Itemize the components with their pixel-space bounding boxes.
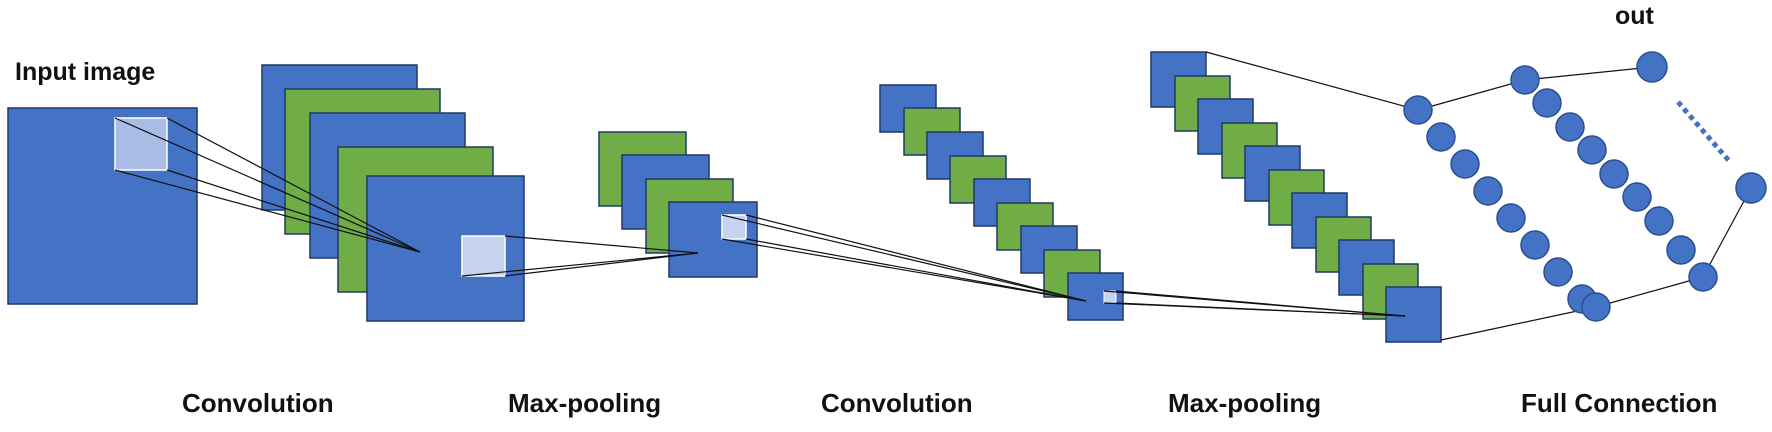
output-ellipsis-dots [1676, 100, 1732, 164]
projection-lines-conv2-to-pool2 [1103, 290, 1406, 317]
output-label: out [1615, 2, 1655, 30]
fc2-neuron [1666, 235, 1696, 265]
fc1-neuron [1520, 230, 1550, 260]
fc1-neuron [1403, 95, 1433, 125]
projection-lines-input-to-conv1 [114, 117, 421, 253]
stage-label-convolution-1: Convolution [182, 388, 334, 418]
projection-lines-conv1-to-pool1 [461, 235, 699, 277]
fc2-neuron [1622, 182, 1652, 212]
input-image [7, 107, 198, 305]
fc-layer-2-neurons [1510, 65, 1718, 292]
input-image-label: Input image [15, 58, 155, 86]
fc1-neuron [1496, 203, 1526, 233]
input-receptive-patch [114, 117, 168, 171]
fc2-neuron [1532, 88, 1562, 118]
pool2-map-11 [1385, 286, 1442, 343]
stage-label-convolution-2: Convolution [821, 388, 973, 418]
pool2-feature-maps [1150, 51, 1442, 343]
fc2-neuron [1688, 262, 1718, 292]
stage-label-max-pooling-1: Max-pooling [508, 388, 661, 418]
fc2-neuron [1555, 112, 1585, 142]
fc1-neuron [1473, 176, 1503, 206]
output-neurons [1636, 51, 1767, 204]
pool1-conv-patch [721, 214, 747, 240]
fc1-neuron [1543, 257, 1573, 287]
stage-label-max-pooling-2: Max-pooling [1168, 388, 1321, 418]
output-neuron-last [1735, 172, 1767, 204]
fc1-neuron [1450, 149, 1480, 179]
fc2-neuron [1644, 206, 1674, 236]
fc2-neuron [1510, 65, 1540, 95]
conv2-pool-patch [1103, 290, 1117, 304]
stage-label-full-connection: Full Connection [1521, 388, 1717, 418]
fc-layer-1-neurons [1403, 95, 1611, 322]
conv1-pool-patch [461, 235, 506, 277]
conv2-feature-maps [879, 84, 1124, 321]
projection-lines-pool1-to-conv2 [721, 214, 1087, 302]
input-image-square [7, 107, 198, 305]
fc1-neuron [1581, 292, 1611, 322]
conv1-feature-maps [261, 64, 525, 322]
pool1-feature-maps [598, 131, 758, 278]
full-connection-links [1205, 51, 1752, 341]
output-neuron-first [1636, 51, 1668, 83]
fc1-neuron [1426, 122, 1456, 152]
fc2-neuron [1599, 159, 1629, 189]
fc2-neuron [1577, 135, 1607, 165]
